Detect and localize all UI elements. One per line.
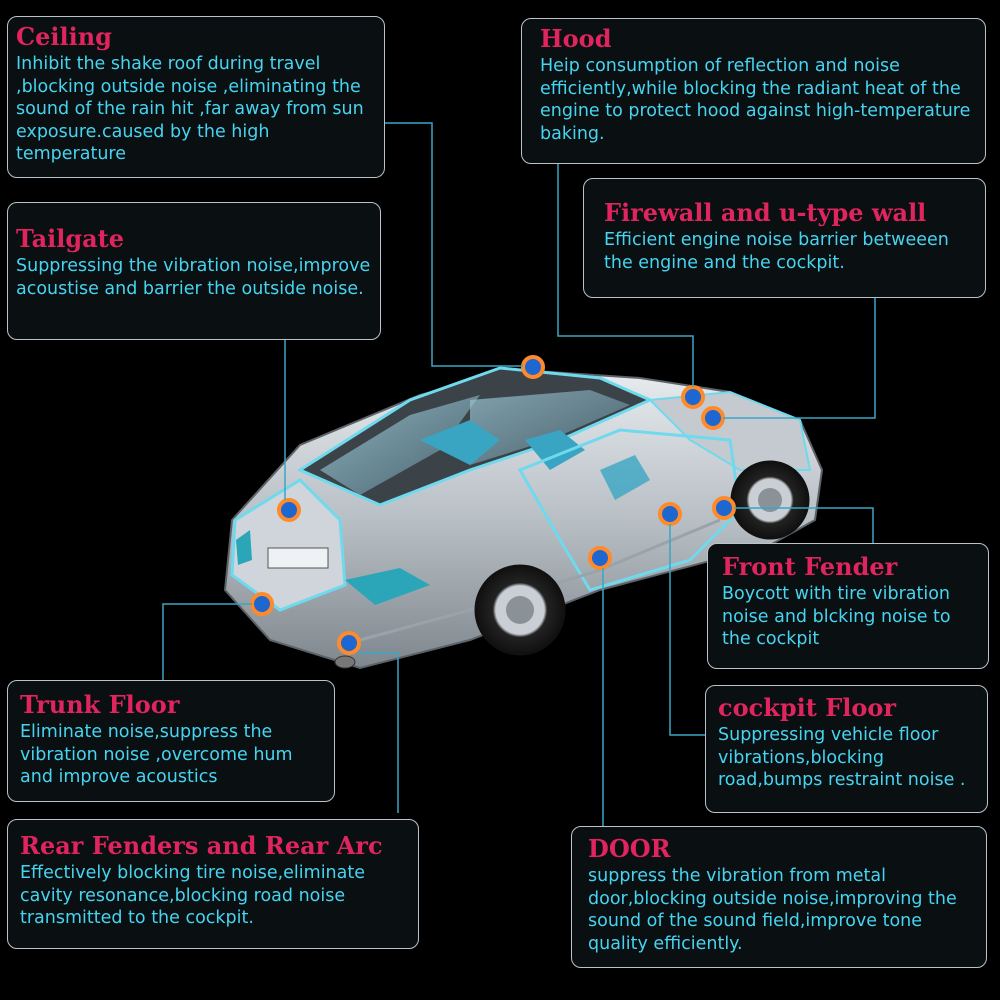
callout-firewall: Firewall and u-type wall Efficient engin… <box>583 178 986 298</box>
callout-title: Tailgate <box>16 224 125 253</box>
callout-title: Rear Fenders and Rear Arc <box>20 831 383 860</box>
callout-title: Firewall and u-type wall <box>604 198 927 227</box>
callout-rear-fenders: Rear Fenders and Rear Arc Effectively bl… <box>7 819 419 949</box>
callout-text: Eliminate noise,suppress the vibration n… <box>20 722 293 787</box>
callout-front-fender: Front Fender Boycott with tire vibration… <box>707 543 989 669</box>
callout-text: Boycott with tire vibration noise and bl… <box>722 584 951 649</box>
callout-title: DOOR <box>588 834 671 863</box>
callout-title: Front Fender <box>722 552 898 581</box>
leader-line-cockpit-floor <box>669 524 708 736</box>
callout-cockpit-floor: cockpit Floor Suppressing vehicle floor … <box>705 685 988 813</box>
callout-text: Efficient engine noise barrier betweeen … <box>604 230 949 273</box>
callout-trunk-floor: Trunk Floor Eliminate noise,suppress the… <box>7 680 335 802</box>
callout-text: Heip consumption of reflection and noise… <box>540 56 971 144</box>
leader-line-firewall <box>723 298 876 419</box>
marker-door <box>588 546 612 570</box>
callout-text: Effectively blocking tire noise,eliminat… <box>20 863 366 928</box>
callout-title: Ceiling <box>16 22 112 51</box>
leader-line-rear-fenders <box>359 652 399 813</box>
callout-text: suppress the vibration from metal door,b… <box>588 866 957 954</box>
callout-text: Inhibit the shake roof during travel ,bl… <box>16 54 364 164</box>
callout-title: Trunk Floor <box>20 690 180 719</box>
marker-tailgate <box>277 498 301 522</box>
callout-tailgate: Tailgate Suppressing the vibration noise… <box>7 202 381 340</box>
leader-line-trunk-floor <box>162 603 252 680</box>
leader-line-front-fender <box>734 507 874 543</box>
leader-line-hood <box>557 164 694 387</box>
leader-line-ceiling <box>385 122 523 367</box>
callout-ceiling: Ceiling Inhibit the shake roof during tr… <box>7 16 385 178</box>
marker-rear-fenders <box>337 631 361 655</box>
callout-hood: Hood Heip consumption of reflection and … <box>521 18 986 164</box>
callout-text: Suppressing the vibration noise,improve … <box>16 256 371 299</box>
callout-door: DOOR suppress the vibration from metal d… <box>571 826 987 968</box>
car-body <box>223 366 824 670</box>
callout-title: Hood <box>540 24 612 53</box>
marker-ceiling <box>521 355 545 379</box>
callout-text: Suppressing vehicle floor vibrations,blo… <box>718 725 966 790</box>
callout-title: cockpit Floor <box>718 693 897 722</box>
